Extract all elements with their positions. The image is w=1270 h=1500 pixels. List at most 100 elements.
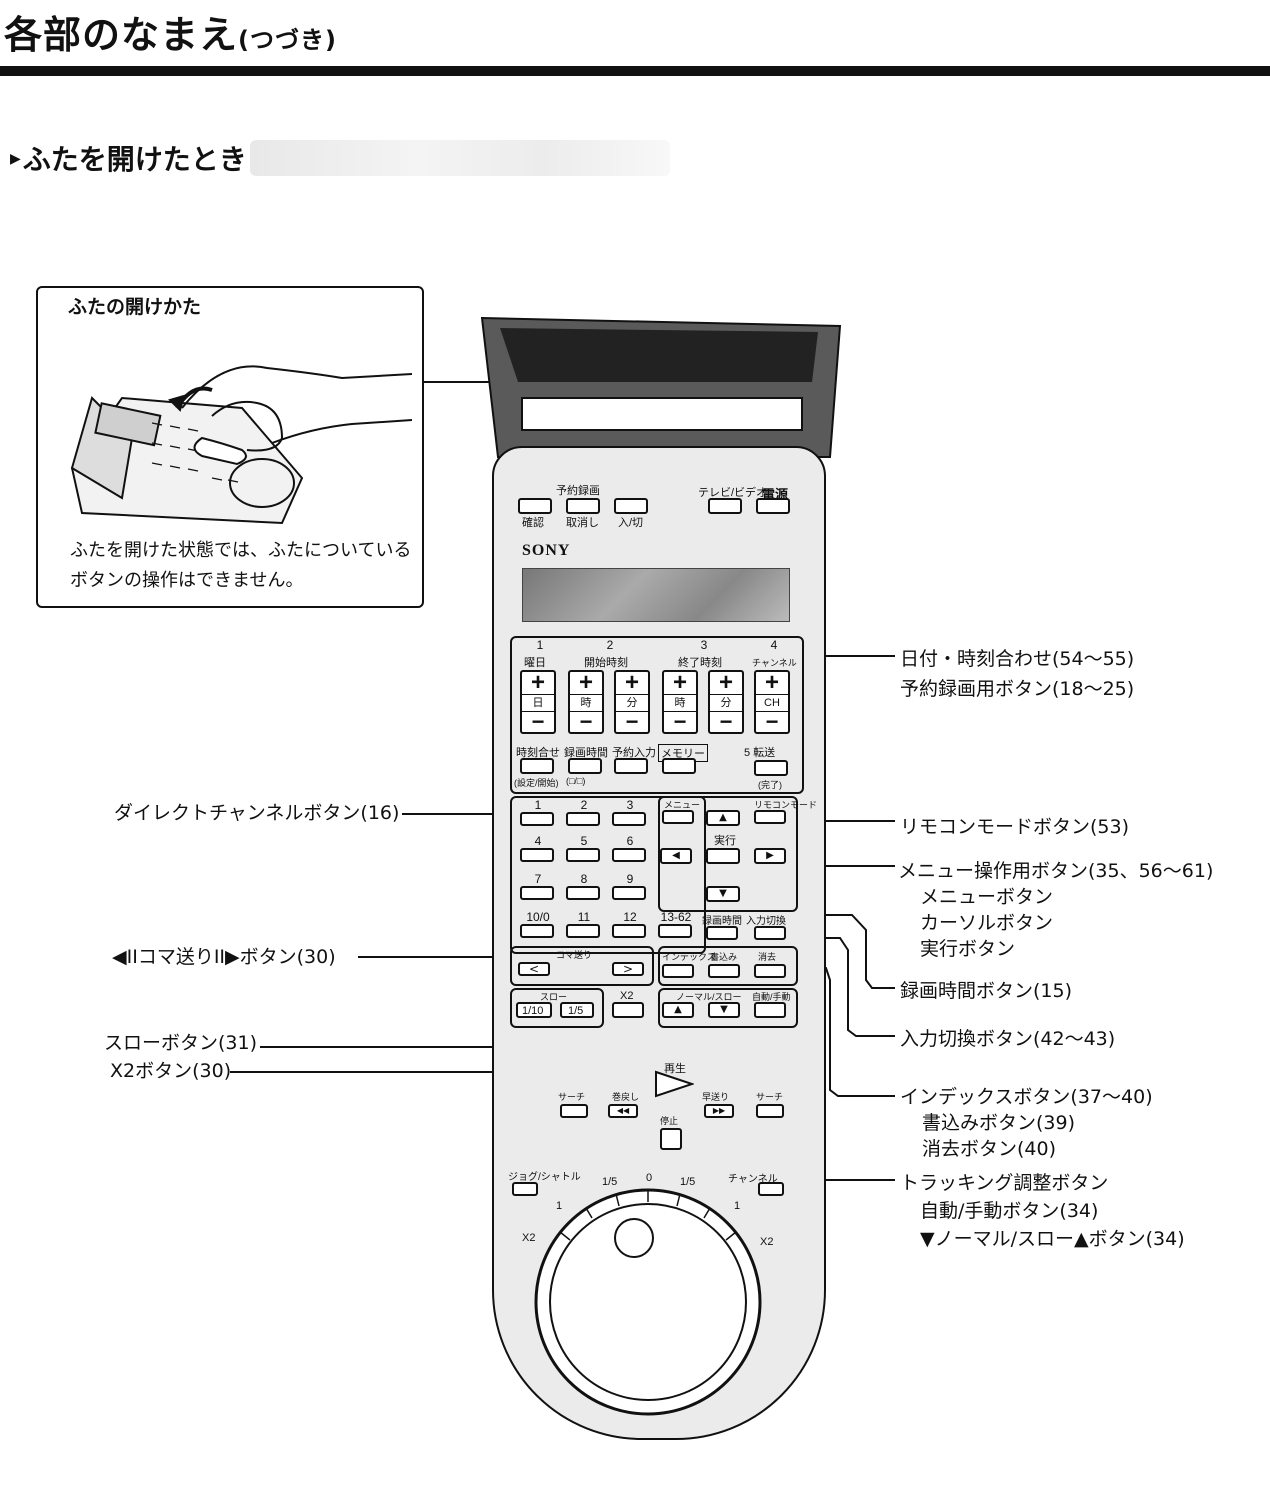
- program-entry-button[interactable]: [614, 758, 648, 774]
- cursor-left-button[interactable]: ◀: [660, 848, 692, 864]
- channel-7-button[interactable]: [520, 886, 554, 900]
- channel-11-button[interactable]: [566, 924, 600, 938]
- channel-1-button[interactable]: [520, 812, 554, 826]
- channel-2-button[interactable]: [566, 812, 600, 826]
- end-minute-stepper[interactable]: +分−: [708, 670, 744, 734]
- channel-9-button[interactable]: [612, 886, 646, 900]
- lcd-display: [522, 568, 790, 622]
- channel-5-button[interactable]: [566, 848, 600, 862]
- tracking-up-button[interactable]: ▲: [662, 1002, 694, 1018]
- timer-rec-label: 予約録画: [556, 485, 600, 497]
- remote-mode-button[interactable]: [754, 810, 786, 824]
- callout-slow: スローボタン(31): [104, 1032, 258, 1054]
- cursor-down-button[interactable]: ▼: [706, 886, 740, 902]
- callout-timer-rec-buttons: 予約録画用ボタン(18〜25): [900, 678, 1135, 700]
- confirm-label: 確認: [522, 517, 544, 529]
- tab-1: 1: [536, 638, 544, 652]
- dial-mark-left-x2: X2: [522, 1232, 536, 1244]
- input-switch-label: 入力切換: [746, 916, 786, 927]
- stop-button[interactable]: [660, 1128, 682, 1150]
- transfer-button[interactable]: [754, 760, 788, 776]
- play-button[interactable]: [654, 1070, 694, 1098]
- jog-shuttle-button[interactable]: [512, 1182, 538, 1196]
- start-hour-stepper[interactable]: +時−: [568, 670, 604, 734]
- rec-time-button[interactable]: [706, 926, 738, 940]
- start-minute-stepper[interactable]: +分−: [614, 670, 650, 734]
- channel-4-button[interactable]: [520, 848, 554, 862]
- jog-shuttle-dial[interactable]: [526, 1182, 786, 1422]
- channel-3-button[interactable]: [612, 812, 646, 826]
- tracking-down-button[interactable]: ▼: [708, 1002, 740, 1018]
- slow-group: [510, 988, 604, 1028]
- cancel-label: 取消し: [566, 517, 599, 529]
- callout-index: インデックスボタン(37〜40): [900, 1086, 1153, 1108]
- tracking-group: [658, 988, 798, 1028]
- frame-back-button[interactable]: <: [518, 962, 550, 976]
- cursor-right-button[interactable]: ▶: [754, 848, 786, 864]
- lid-opening-heading: ふたの開けかた: [68, 296, 202, 318]
- channel-10-button[interactable]: [520, 924, 554, 938]
- title-rule: [0, 66, 1270, 76]
- index-button[interactable]: [662, 964, 694, 978]
- input-switch-button[interactable]: [754, 926, 786, 940]
- channel-6-button[interactable]: [612, 848, 646, 862]
- power-button[interactable]: [756, 498, 790, 514]
- clock-set-label: 時刻合せ: [516, 747, 560, 759]
- search-back-button[interactable]: [560, 1104, 588, 1118]
- auto-manual-button[interactable]: [754, 1002, 786, 1018]
- callout-x2: X2ボタン(30): [110, 1060, 232, 1082]
- channel-stepper[interactable]: +CH−: [754, 670, 790, 734]
- tab-3: 3: [700, 638, 708, 652]
- key-label-7: 7: [534, 872, 542, 886]
- key-label-3: 3: [626, 798, 634, 812]
- end-hour-stepper[interactable]: +時−: [662, 670, 698, 734]
- channel-12-button[interactable]: [612, 924, 646, 938]
- memory-button[interactable]: [662, 758, 696, 774]
- on-off-label: 入/切: [618, 517, 644, 529]
- callout-write: 書込みボタン(39): [922, 1112, 1076, 1134]
- cancel-button[interactable]: [566, 498, 600, 514]
- brand-logo: SONY: [522, 542, 571, 559]
- key-label-13-62: 13-62: [660, 910, 692, 924]
- dial-mark-right-1: 1: [734, 1200, 741, 1212]
- channel-13-62-button[interactable]: [658, 924, 692, 938]
- rewind-label: 巻戻し: [612, 1092, 640, 1102]
- fmt-label: (□/□): [566, 776, 586, 786]
- tab-2: 2: [606, 638, 614, 652]
- transfer-label: 5 転送: [744, 747, 776, 759]
- callout-erase: 消去ボタン(40): [922, 1138, 1057, 1160]
- timer-on-off-button[interactable]: [614, 498, 648, 514]
- channel-jog-label: チャンネル: [728, 1174, 778, 1185]
- cursor-up-button[interactable]: ▲: [706, 810, 740, 826]
- channel-jog-button[interactable]: [758, 1182, 784, 1196]
- slow-1-10-button[interactable]: 1/10: [516, 1002, 552, 1018]
- menu-button[interactable]: [662, 810, 694, 824]
- key-label-6: 6: [626, 834, 634, 848]
- write-button[interactable]: [708, 964, 740, 978]
- stop-label: 停止: [660, 1116, 679, 1126]
- rec-time-button-label: 録画時間: [702, 916, 742, 927]
- confirm-button[interactable]: [518, 498, 552, 514]
- slow-1-5-button[interactable]: 1/5: [560, 1002, 594, 1018]
- clock-set-button[interactable]: [520, 758, 554, 774]
- search-left-label: サーチ: [558, 1092, 586, 1102]
- rewind-button[interactable]: ◀◀: [608, 1104, 638, 1118]
- frame-forward-button[interactable]: >: [612, 962, 644, 976]
- callout-normal-slow: ▼ノーマル/スロー▲ボタン(34): [920, 1228, 1185, 1250]
- channel-8-button[interactable]: [566, 886, 600, 900]
- key-label-5: 5: [580, 834, 588, 848]
- erase-button[interactable]: [754, 964, 786, 978]
- callout-input-switch: 入力切換ボタン(42〜43): [900, 1028, 1116, 1050]
- callout-frame-advance: ◀IIコマ送りII▶ボタン(30): [112, 946, 336, 968]
- key-label-11: 11: [577, 910, 591, 924]
- dial-mark-0: 0: [646, 1172, 653, 1184]
- search-forward-button[interactable]: [756, 1104, 784, 1118]
- x2-button[interactable]: [612, 1002, 644, 1018]
- execute-button[interactable]: [706, 848, 740, 864]
- tv-video-button[interactable]: [708, 498, 742, 514]
- complete-label: (完了): [758, 780, 782, 790]
- fast-forward-button[interactable]: ▶▶: [704, 1104, 734, 1118]
- timer-rec-time-button[interactable]: [568, 758, 602, 774]
- dial-mark-left-1-5: 1/5: [602, 1176, 618, 1188]
- day-stepper[interactable]: +日−: [520, 670, 556, 734]
